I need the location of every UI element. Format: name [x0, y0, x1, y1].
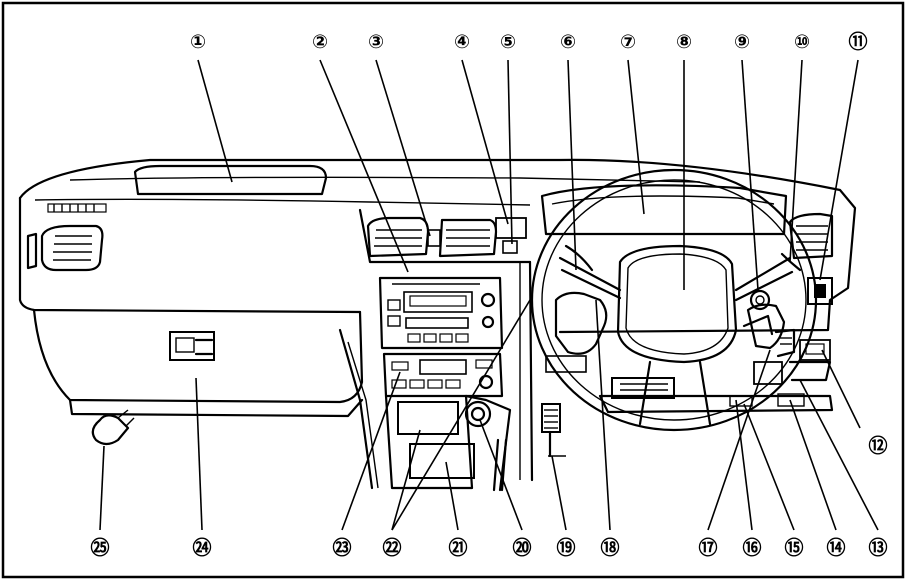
callout-11: ⑪ [848, 30, 867, 53]
callout-13: ⑬ [868, 536, 887, 559]
glove-box [32, 308, 364, 418]
callout-24: ㉔ [192, 536, 211, 559]
callout-4: ④ [454, 31, 470, 53]
callout-19: ⑲ [556, 536, 575, 559]
callout-18: ⑱ [600, 536, 619, 559]
combination-switch [545, 289, 796, 385]
callout-20: ⑳ [512, 536, 531, 559]
steering-wheel [530, 168, 818, 432]
callout-2: ② [312, 31, 328, 53]
callout-23: ㉓ [332, 536, 351, 559]
left-air-vent [26, 203, 107, 272]
callout-12: ⑫ [868, 434, 887, 457]
right-air-vent [788, 212, 834, 305]
callout-16: ⑯ [742, 536, 761, 559]
callout-14: ⑭ [826, 536, 845, 559]
instrument-cluster [540, 184, 788, 236]
callout-25: ㉕ [90, 536, 109, 559]
callout-10: ⑩ [794, 31, 810, 53]
climate-control-panel [382, 352, 504, 398]
lower-dash [338, 328, 379, 490]
callout-5: ⑤ [500, 31, 516, 53]
leader-lines [99, 59, 879, 531]
callout-9: ⑨ [734, 31, 750, 53]
hood-release [91, 409, 135, 446]
callout-1: ① [190, 31, 206, 53]
callout-7: ⑦ [620, 31, 636, 53]
callout-21: ㉑ [448, 536, 467, 559]
callout-22: ㉒ [382, 536, 401, 559]
callout-6: ⑥ [560, 31, 576, 53]
centre-air-vents [358, 208, 532, 264]
pedals [492, 403, 561, 492]
callout-8: ⑧ [676, 31, 692, 53]
callout-3: ③ [368, 31, 384, 53]
callout-15: ⑮ [784, 536, 803, 559]
centre-console-audio [378, 276, 504, 350]
callout-17: ⑰ [698, 536, 717, 559]
